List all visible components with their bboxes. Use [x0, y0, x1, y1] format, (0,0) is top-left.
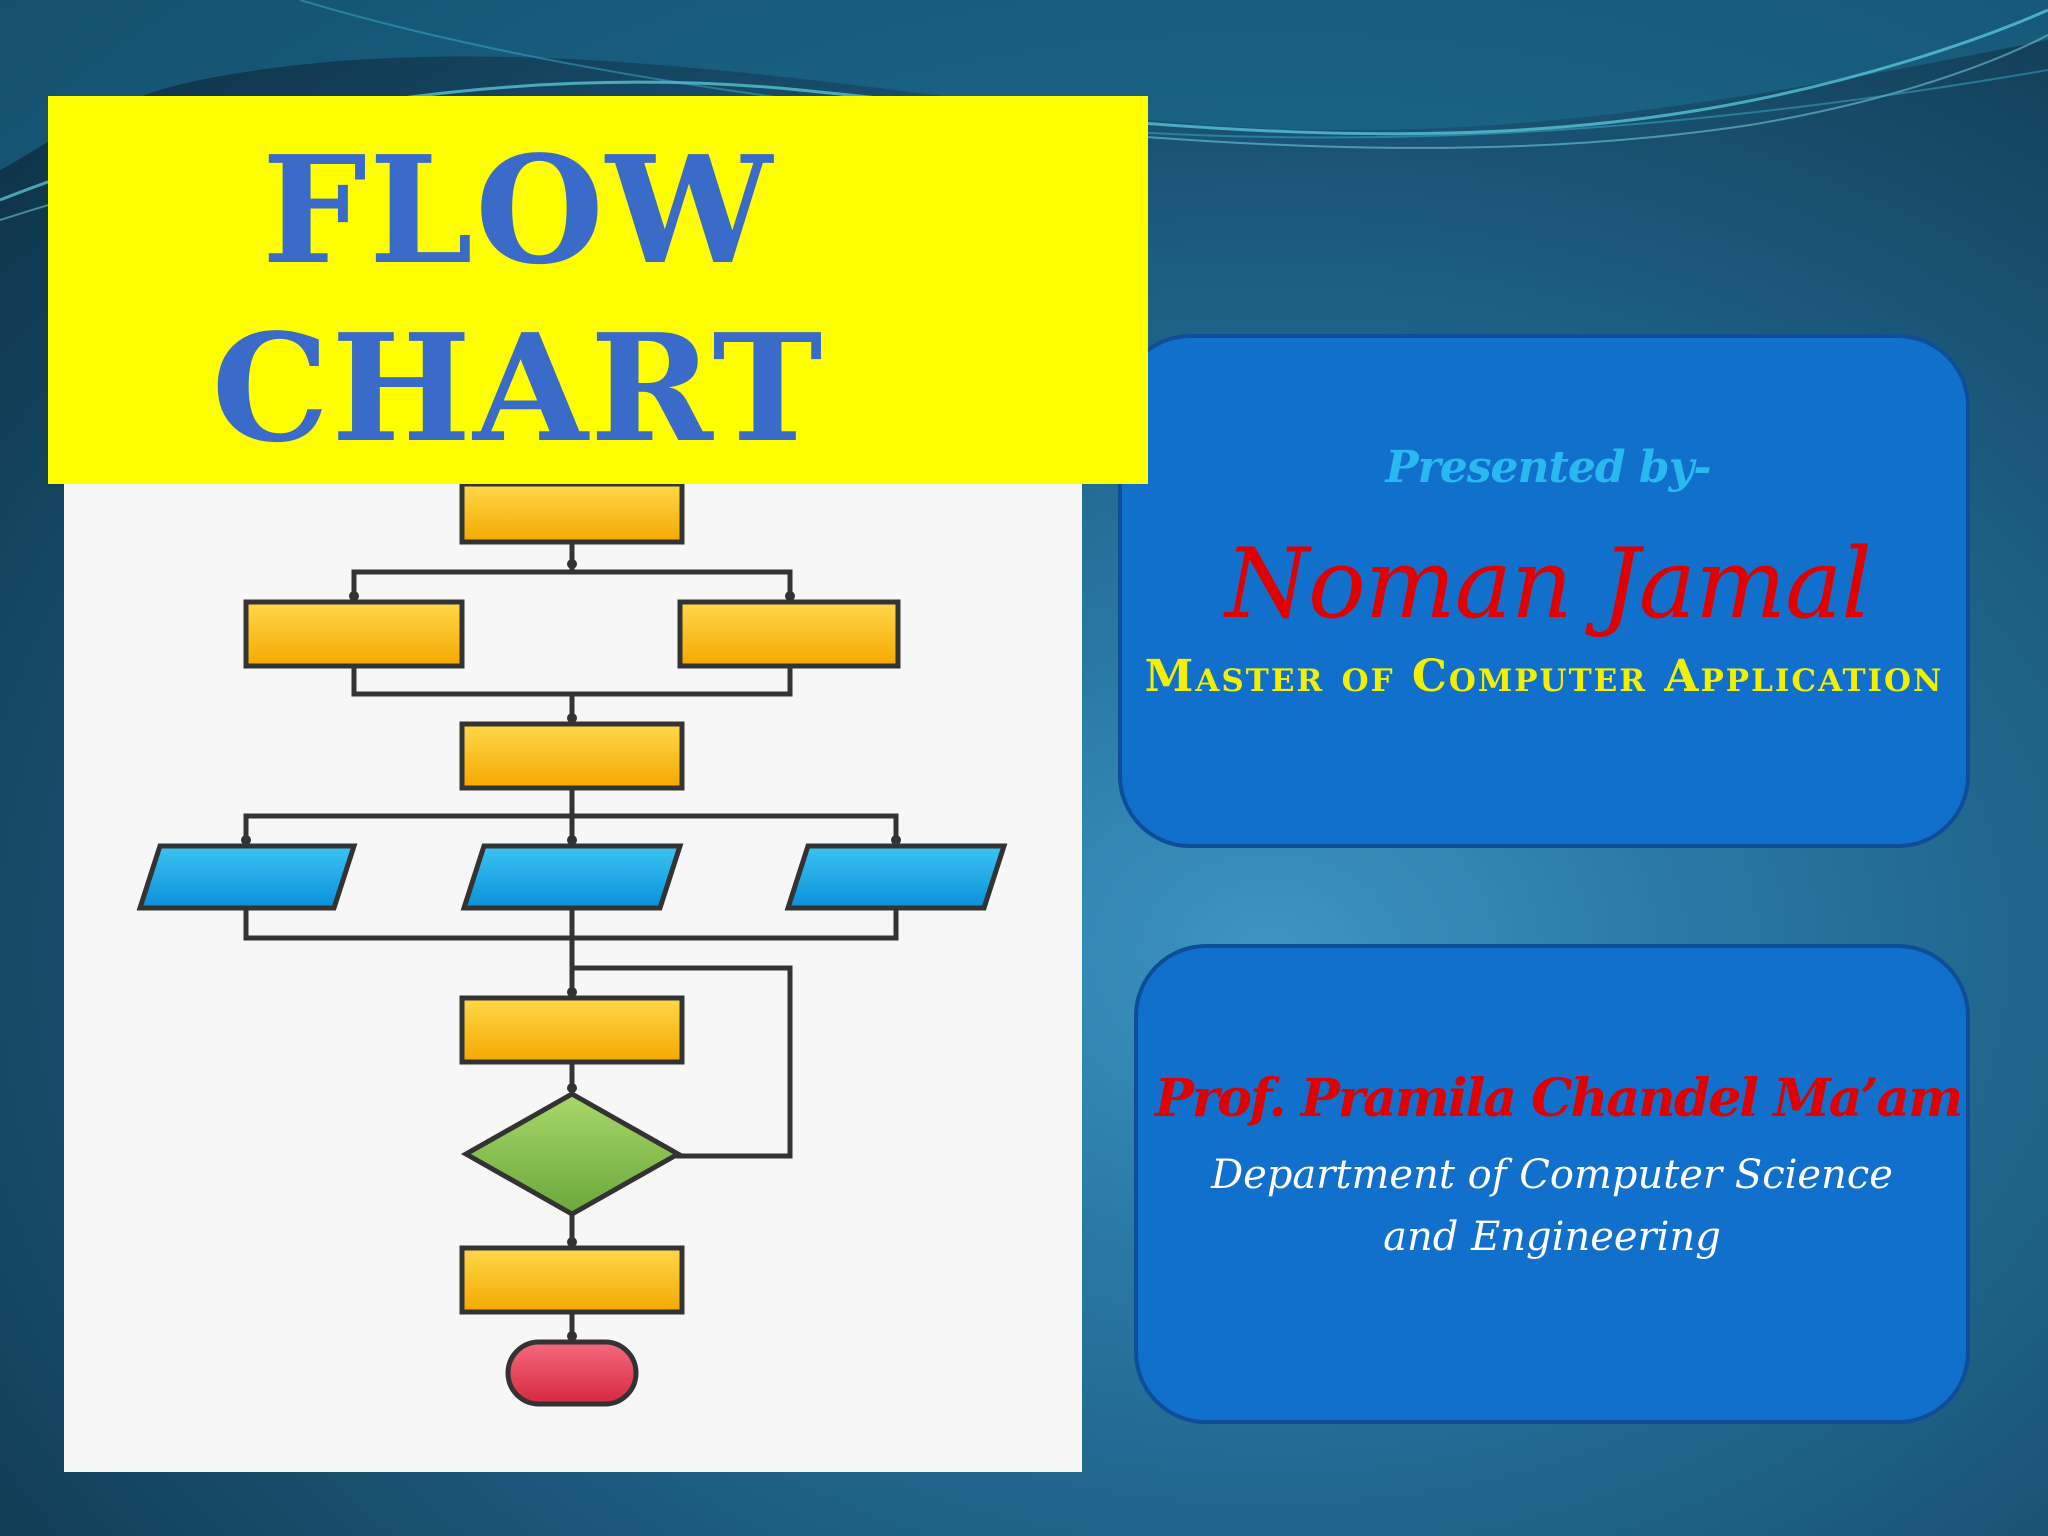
io-box — [136, 843, 358, 911]
io-box — [784, 843, 1008, 911]
process-box — [459, 721, 685, 791]
guide-card: Prof. Pramila Chandel Ma’am Department o… — [1134, 944, 1970, 1424]
process-box — [459, 484, 685, 545]
process-box — [459, 995, 685, 1065]
flowchart-diagram — [136, 484, 1008, 1407]
title-line-flow: FLOW — [261, 123, 775, 297]
title-line-chart: CHART — [211, 301, 825, 475]
connector-lines — [243, 542, 899, 1342]
io-box — [460, 843, 684, 911]
decision-diamond — [460, 1091, 684, 1217]
department-text: Department of Computer Science and Engin… — [1211, 1152, 1893, 1260]
terminator-shape — [505, 1339, 639, 1407]
process-box — [677, 599, 901, 669]
process-box — [243, 599, 465, 669]
process-box — [459, 1245, 685, 1315]
title-banner: FLOW CHART — [48, 96, 1148, 484]
presented-by-label: Presented by- — [1385, 442, 1711, 493]
connector-arrowheads — [241, 559, 901, 1341]
presenter-name: Noman Jamal — [1224, 528, 1872, 640]
flowchart-illustration — [64, 484, 1082, 1472]
degree-text: Master of Computer Application — [1144, 651, 1944, 702]
presenter-card: Presented by- Noman Jamal Master of Comp… — [1118, 334, 1970, 848]
guide-name: Prof. Pramila Chandel Ma’am — [1154, 1068, 1964, 1129]
